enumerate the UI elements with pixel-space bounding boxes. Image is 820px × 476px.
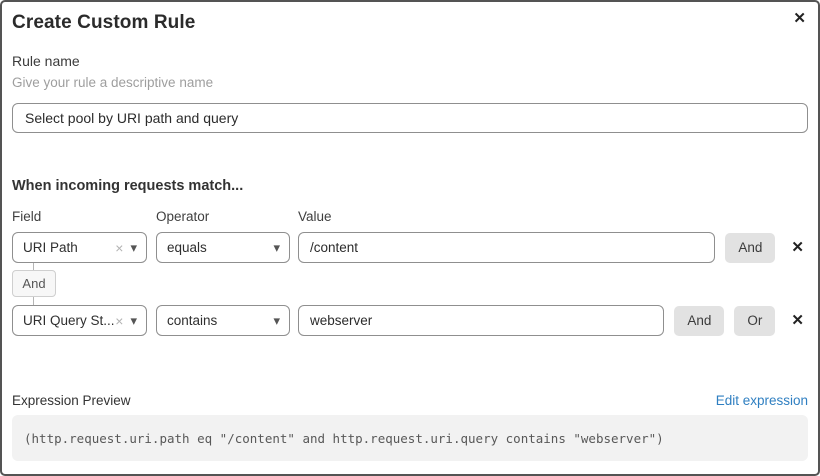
expression-code: (http.request.uri.path eq "/content" and… <box>12 415 808 461</box>
rule-name-input[interactable] <box>12 103 808 133</box>
and-button-row-2[interactable]: And <box>674 305 725 336</box>
remove-condition-icon[interactable]: ✕ <box>791 238 804 256</box>
match-section-heading: When incoming requests match... <box>12 178 244 194</box>
field-select-2[interactable]: URI Query St... × ▾ <box>12 305 147 336</box>
clear-selection-icon[interactable]: × <box>115 312 124 329</box>
expression-preview-header: Expression Preview Edit expression <box>12 392 808 409</box>
field-column-label: Field <box>12 209 42 224</box>
field-select-1[interactable]: URI Path × ▾ <box>12 232 147 263</box>
value-input-2[interactable] <box>298 305 665 336</box>
operator-select-2[interactable]: contains ▾ <box>156 305 290 336</box>
connector-line <box>33 297 34 305</box>
rule-name-section: Rule name Give your rule a descriptive n… <box>12 53 808 133</box>
condition-row-2: URI Query St... × ▾ contains ▾ And Or ✕ <box>12 305 808 336</box>
close-icon[interactable]: ✕ <box>793 10 806 27</box>
value-column-label: Value <box>298 209 332 224</box>
operator-column-label: Operator <box>156 209 210 224</box>
clear-selection-icon[interactable]: × <box>115 239 124 256</box>
dialog-title: Create Custom Rule <box>12 12 196 33</box>
operator-select-1[interactable]: equals ▾ <box>156 232 290 263</box>
operator-select-1-value: equals <box>167 240 207 255</box>
remove-condition-icon[interactable]: ✕ <box>791 311 804 329</box>
and-button-row-1[interactable]: And <box>725 232 776 263</box>
chevron-down-icon: ▾ <box>273 240 280 255</box>
field-select-2-value: URI Query St... <box>23 313 115 328</box>
field-select-1-value: URI Path <box>23 240 78 255</box>
rule-name-helper: Give your rule a descriptive name <box>12 75 214 90</box>
edit-expression-link[interactable]: Edit expression <box>715 393 808 408</box>
chevron-down-icon: ▾ <box>273 313 280 328</box>
chevron-down-icon: ▾ <box>130 240 137 255</box>
expression-preview-label: Expression Preview <box>12 393 131 408</box>
or-button-row-2[interactable]: Or <box>734 305 776 336</box>
rule-name-label: Rule name <box>12 53 80 69</box>
dialog-header: Create Custom Rule ✕ <box>12 10 808 35</box>
condition-row-1: URI Path × ▾ equals ▾ And ✕ <box>12 232 808 263</box>
connector-and-badge: And <box>12 270 56 297</box>
chevron-down-icon: ▾ <box>130 313 137 328</box>
operator-select-2-value: contains <box>167 313 218 328</box>
condition-column-labels: Field Operator Value <box>12 209 808 225</box>
value-input-1[interactable] <box>298 232 716 263</box>
logic-connector: And <box>12 263 56 305</box>
connector-line <box>33 263 34 270</box>
